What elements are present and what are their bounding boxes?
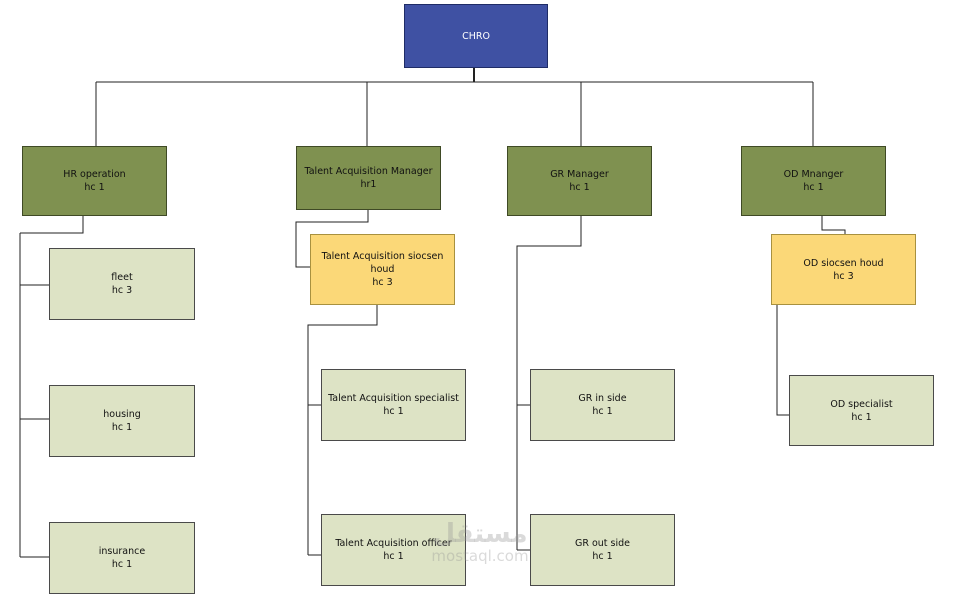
connector-od-manager-down xyxy=(821,216,846,234)
node-housing[interactable]: housing hc 1 xyxy=(49,385,195,457)
node-ta-manager[interactable]: Talent Acquisition Manager hr1 xyxy=(296,146,441,210)
node-ta-section-head-title: Talent Acquisition siocsen houd xyxy=(321,251,444,275)
connector-ta-manager-down xyxy=(295,210,369,268)
node-gr-outside-count: hc 1 xyxy=(592,551,613,562)
node-gr-manager[interactable]: GR Manager hc 1 xyxy=(507,146,652,216)
node-hr-operation-count: hc 1 xyxy=(84,182,105,193)
node-insurance-count: hc 1 xyxy=(111,559,133,570)
node-ta-officer-count: hc 1 xyxy=(383,551,404,562)
node-gr-inside[interactable]: GR in side hc 1 xyxy=(530,369,675,441)
node-od-section-head[interactable]: OD siocsen houd hc 3 xyxy=(771,234,916,305)
node-gr-manager-title: GR Manager xyxy=(550,169,609,180)
node-gr-outside-title: GR out side xyxy=(574,538,631,549)
connector-gr-manager-down xyxy=(516,216,582,550)
node-insurance[interactable]: insurance hc 1 xyxy=(49,522,195,594)
node-hr-operation-title: HR operation xyxy=(63,169,126,180)
node-ta-manager-title: Talent Acquisition Manager xyxy=(304,166,433,177)
node-ta-specialist-title: Talent Acquisition specialist xyxy=(328,393,459,404)
node-ta-officer[interactable]: Talent Acquisition officer hc 1 xyxy=(321,514,466,586)
node-od-specialist[interactable]: OD specialist hc 1 xyxy=(789,375,934,446)
node-gr-inside-count: hc 1 xyxy=(592,406,613,417)
node-od-section-head-title: OD siocsen houd xyxy=(803,257,884,269)
connector-od-head-down xyxy=(776,305,789,416)
node-od-manager[interactable]: OD Mnanger hc 1 xyxy=(741,146,886,216)
node-ta-officer-title: Talent Acquisition officer xyxy=(335,538,452,549)
node-od-section-head-count: hc 3 xyxy=(833,270,854,282)
node-od-manager-count: hc 1 xyxy=(803,182,824,193)
connector-ta-head-down xyxy=(307,305,378,555)
node-od-specialist-title: OD specialist xyxy=(830,398,893,410)
node-ta-specialist-count: hc 1 xyxy=(383,406,404,417)
node-ta-section-head[interactable]: Talent Acquisition siocsen houd hc 3 xyxy=(310,234,455,305)
connector-hr-operation-down xyxy=(20,216,84,234)
node-gr-outside[interactable]: GR out side hc 1 xyxy=(530,514,675,586)
node-chro-title: CHRO xyxy=(462,30,490,42)
node-housing-title: housing xyxy=(103,409,141,420)
node-gr-inside-title: GR in side xyxy=(578,393,627,404)
node-fleet-count: hc 3 xyxy=(111,285,133,296)
node-insurance-title: insurance xyxy=(98,546,146,557)
node-hr-operation[interactable]: HR operation hc 1 xyxy=(22,146,167,216)
connector-lines xyxy=(19,68,846,558)
node-gr-manager-count: hc 1 xyxy=(569,182,590,193)
node-chro[interactable]: CHRO xyxy=(404,4,548,68)
node-od-manager-title: OD Mnanger xyxy=(783,169,844,180)
node-fleet-title: fleet xyxy=(111,272,133,283)
node-ta-section-head-count: hc 3 xyxy=(372,277,393,288)
node-ta-manager-count: hr1 xyxy=(360,179,377,190)
node-ta-specialist[interactable]: Talent Acquisition specialist hc 1 xyxy=(321,369,466,441)
node-fleet[interactable]: fleet hc 3 xyxy=(49,248,195,320)
node-od-specialist-count: hc 1 xyxy=(851,411,872,423)
node-housing-count: hc 1 xyxy=(111,422,133,433)
